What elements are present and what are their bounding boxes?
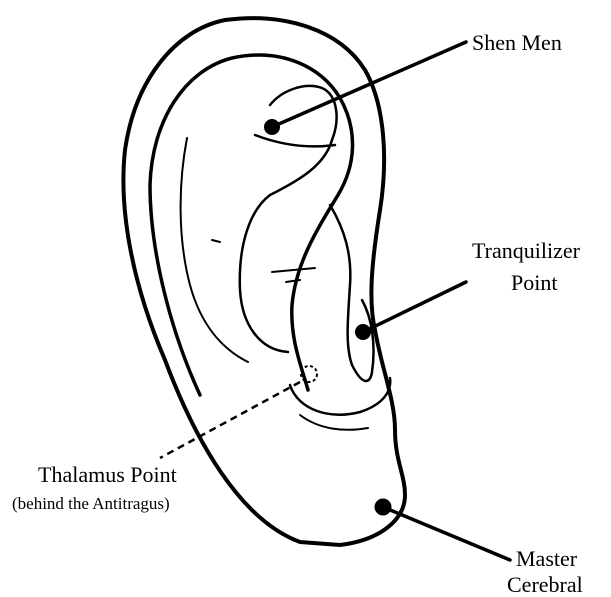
fossa-tick — [212, 240, 220, 242]
master-cerebral-label: Master — [516, 548, 577, 570]
tranquilizer-label: Tranquilizer — [472, 240, 580, 262]
shen-men-point — [264, 119, 280, 135]
concha-contour — [330, 205, 374, 381]
tranquilizer-point — [355, 324, 371, 340]
master-cerebral-point — [375, 499, 392, 516]
shen-men-label: Shen Men — [472, 32, 562, 54]
thalamus-sublabel: (behind the Antitragus) — [12, 495, 170, 512]
triangular-fossa — [255, 135, 335, 146]
master-cerebral-leader — [383, 507, 510, 560]
helix-crus — [272, 268, 315, 272]
master-cerebral-label-line2: Cerebral — [507, 574, 583, 596]
tranquilizer-leader — [363, 282, 466, 332]
shen-men-leader — [272, 42, 466, 127]
helix-crus-dash — [286, 280, 300, 282]
lobe-line — [300, 415, 368, 430]
tranquilizer-label-line2: Point — [511, 272, 557, 294]
thalamus-label: Thalamus Point — [38, 464, 177, 486]
antihelix-line — [181, 138, 248, 362]
thalamus-leader — [160, 382, 300, 458]
